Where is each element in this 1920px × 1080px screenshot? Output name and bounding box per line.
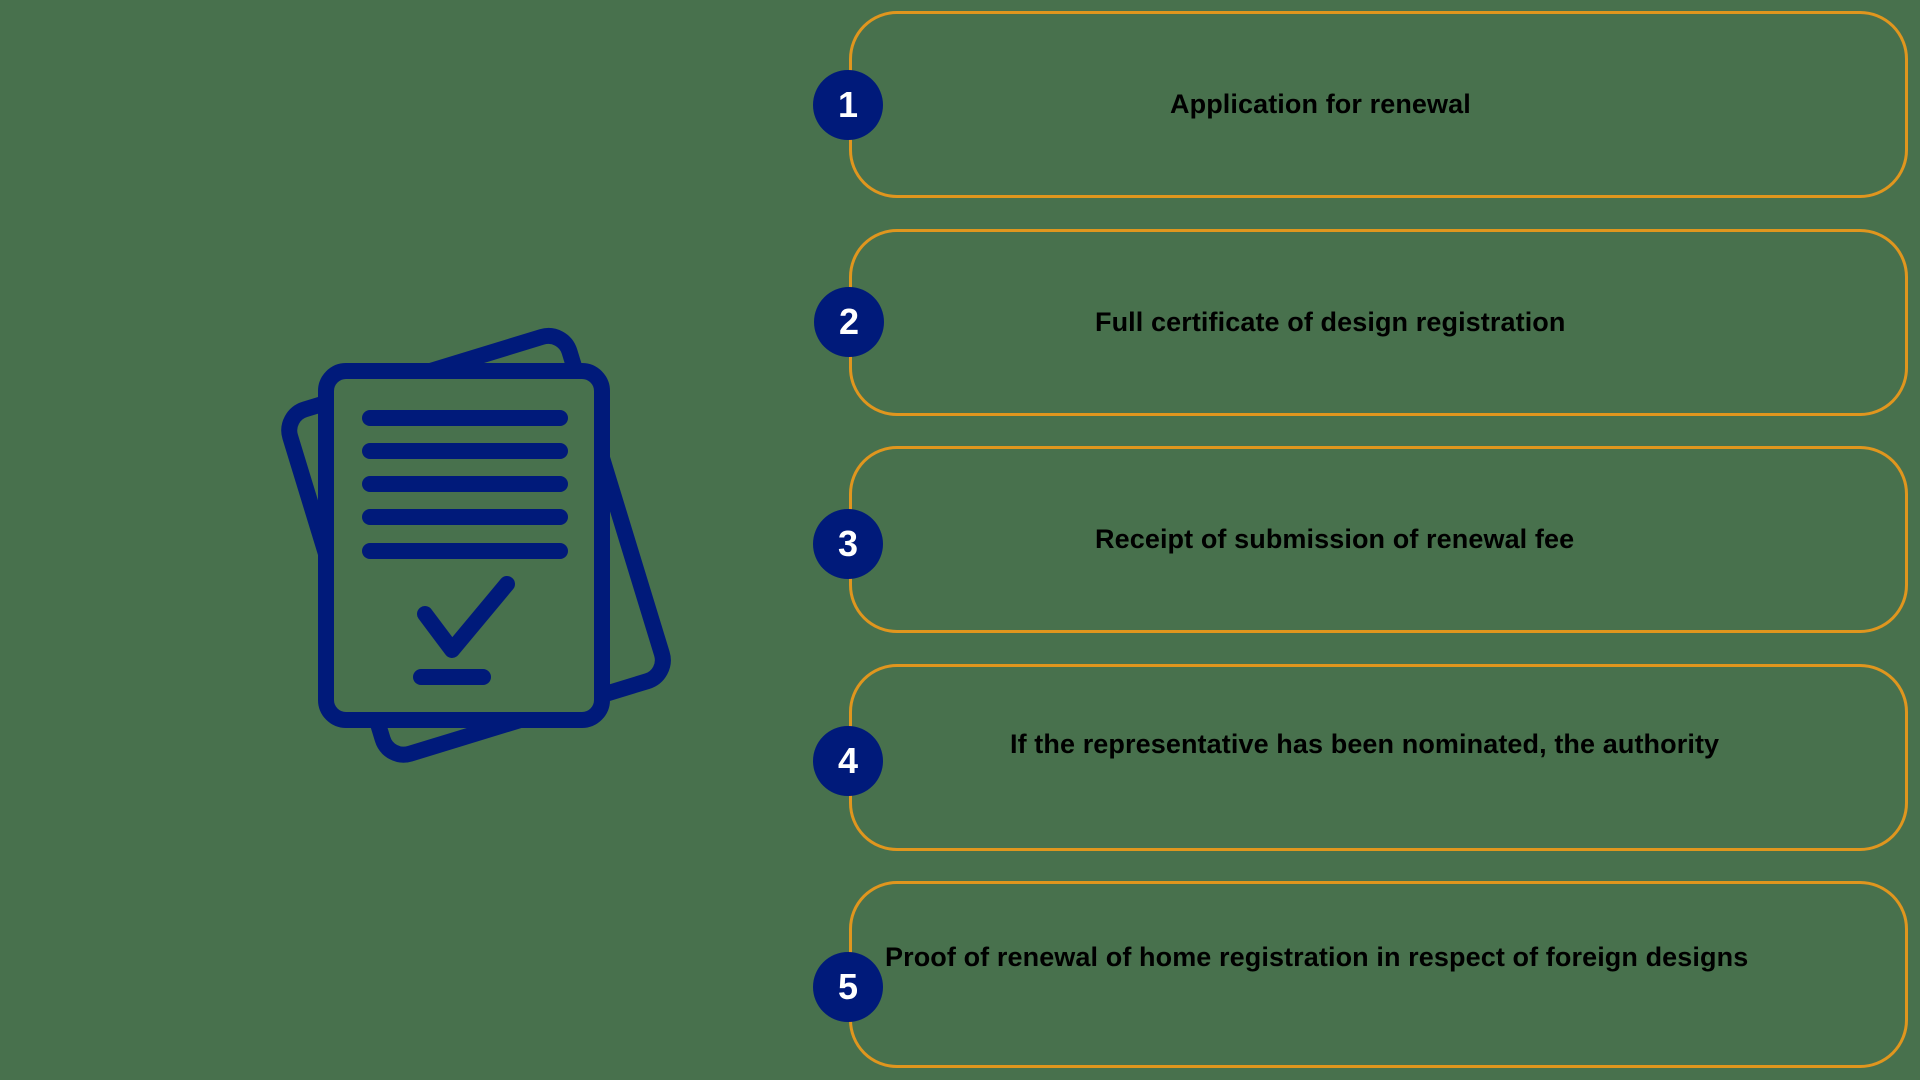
checkmark-icon [417,576,515,658]
step-card-1: Application for renewal [849,11,1908,198]
step-number-badge: 1 [813,70,883,140]
step-number-badge: 4 [813,726,883,796]
step-label: Receipt of submission of renewal fee [1095,524,1575,554]
step-label: Full certificate of design registration [1095,307,1566,337]
step-card-2: Full certificate of design registration [849,229,1908,416]
step-label: Application for renewal [1170,89,1471,119]
step-card-3: Receipt of submission of renewal fee [849,446,1908,633]
step-label: Proof of renewal of home registration in… [885,941,1749,972]
front-page-outline [318,363,610,728]
step-number-badge: 2 [814,287,884,357]
step-label: If the representative has been nominated… [1010,729,1720,759]
back-page-outline [281,327,671,763]
step-number-badge: 3 [813,509,883,579]
step-card-5: Proof of renewal of home registration in… [849,881,1908,1068]
step-number-badge: 5 [813,952,883,1022]
step-card-4: If the representative has been nominated… [849,664,1908,851]
